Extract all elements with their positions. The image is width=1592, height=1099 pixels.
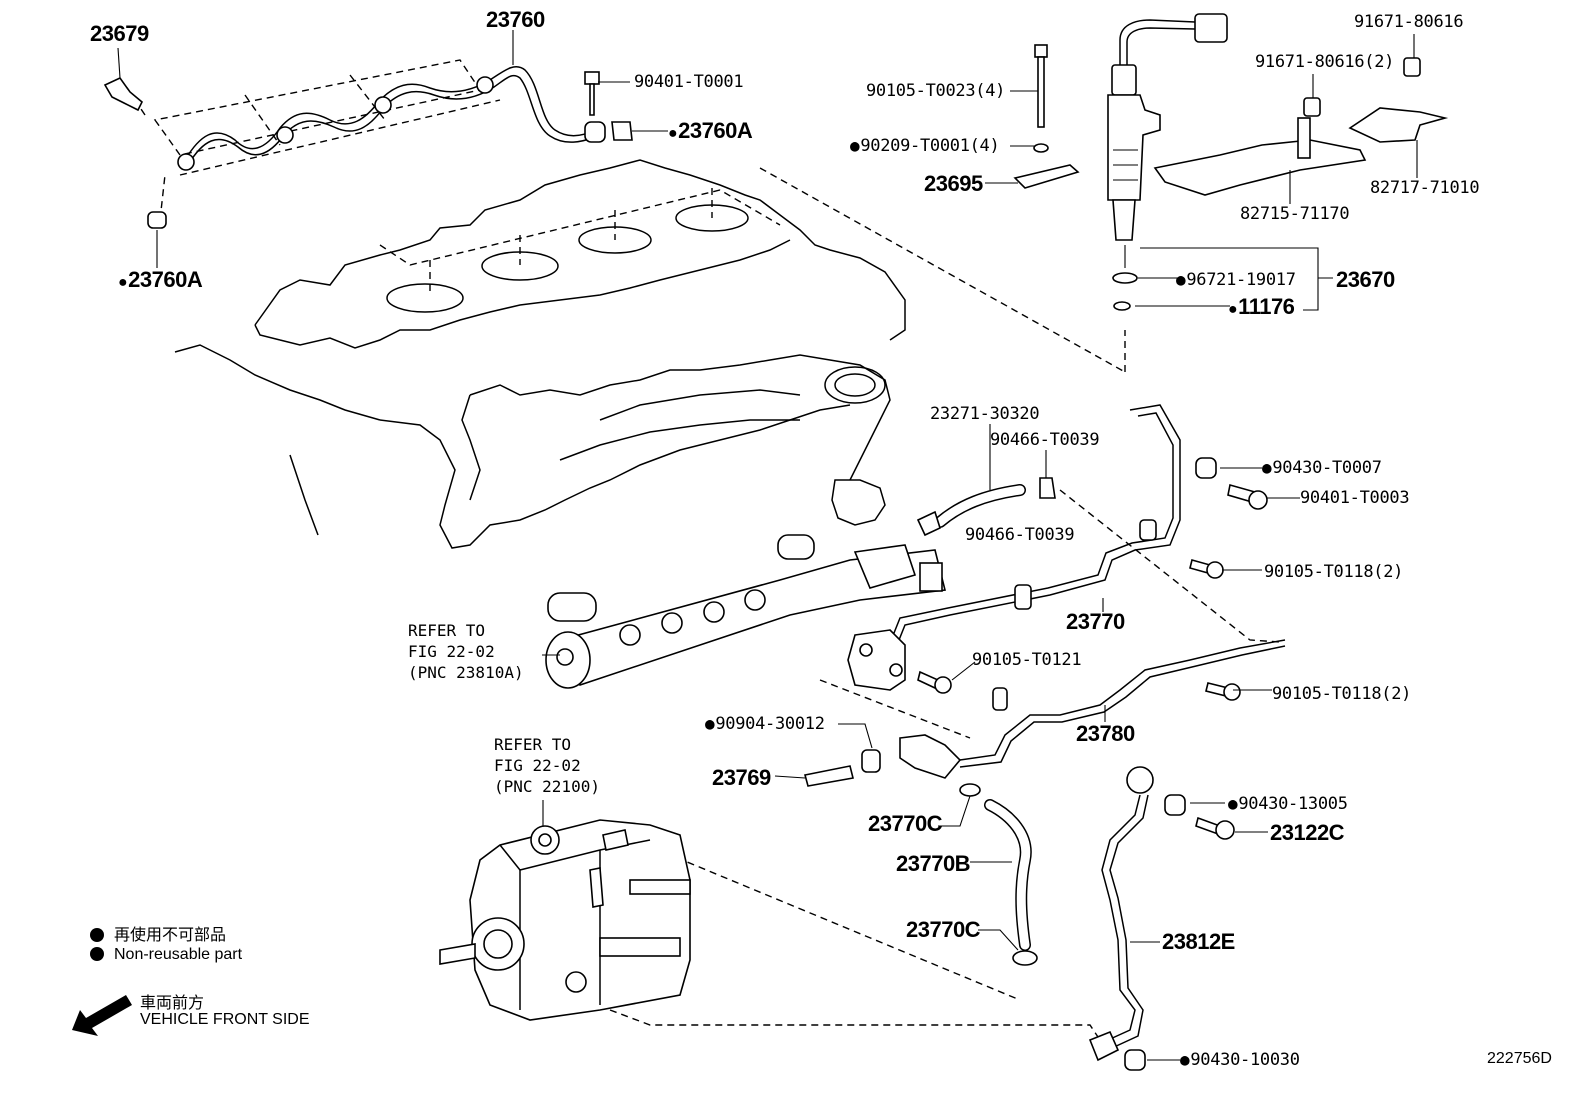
vehicle-front-arrow-icon — [72, 995, 132, 1036]
part-label-23679: 23679 — [90, 21, 149, 46]
part-label-82715-71170: 82715-71170 — [1240, 204, 1350, 224]
hose-23271 — [916, 477, 1056, 537]
part-label-23670: 23670 — [1336, 267, 1395, 292]
part-label-90105-T0023: 90105-T0023(4) — [866, 81, 1006, 101]
part-label-90105-T0118-b: 90105-T0118(2) — [1272, 684, 1412, 704]
part-label-23770C-a: 23770C — [868, 811, 943, 836]
refer-rail-line-1: REFER TO — [408, 621, 486, 640]
part-label-23760A-left: 23760A — [118, 268, 203, 295]
clamp-23695 — [1013, 44, 1080, 189]
part-label-23812E: 23812E — [1162, 929, 1235, 954]
part-label-23780: 23780 — [1076, 721, 1135, 746]
part-label-90105-T0118-a: 90105-T0118(2) — [1264, 562, 1404, 582]
part-label-90105-T0121: 90105-T0121 — [972, 650, 1082, 670]
part-label-90466-T0039-b: 90466-T0039 — [965, 525, 1075, 545]
engine-outline — [174, 159, 906, 549]
refer-pump-line-2: FIG 22-02 — [494, 756, 581, 775]
callout-leaders — [117, 30, 1418, 1061]
part-label-82717-71010: 82717-71010 — [1370, 178, 1480, 198]
pipe-23780 — [899, 639, 1286, 779]
legend-bullet-icon — [90, 947, 104, 961]
legend-jp-text: 再使用不可部品 — [114, 927, 227, 944]
part-label-90430-T0007: 90430-T0007 — [1262, 458, 1382, 478]
part-label-90401-T0001: 90401-T0001 — [634, 72, 744, 92]
part-label-91671-80616-2: 91671-80616(2) — [1255, 52, 1395, 72]
part-label-23770: 23770 — [1066, 609, 1125, 634]
bolts-top-left — [103, 71, 633, 229]
pipe-23812E — [1088, 766, 1154, 1062]
legend-jp: 再使用不可部品 — [90, 921, 226, 945]
fuel-pump — [439, 819, 691, 1021]
part-label-90430-13005: 90430-13005 — [1228, 794, 1348, 814]
legend-bullet-icon — [90, 928, 104, 942]
fuel-rail — [545, 534, 946, 689]
refer-pump-line-1: REFER TO — [494, 735, 572, 754]
refer-rail: REFER TO FIG 22-02 (PNC 23810A) — [408, 620, 524, 683]
refer-pump-line-3: (PNC 22100) — [494, 777, 600, 796]
part-label-90401-T0003: 90401-T0003 — [1300, 488, 1410, 508]
part-label-23122C: 23122C — [1270, 820, 1345, 845]
part-label-90904-30012: 90904-30012 — [705, 714, 825, 734]
part-label-90209-T0001: 90209-T0001(4) — [850, 136, 999, 156]
pipe-23770 — [847, 404, 1181, 691]
vehicle-front-en: VEHICLE FRONT SIDE — [140, 1011, 310, 1028]
part-label-96721-19017: 96721-19017 — [1176, 270, 1296, 290]
part-label-23770B: 23770B — [896, 851, 971, 876]
vehicle-front-jp: 車両前方 — [140, 995, 205, 1012]
part-label-23760A-top: 23760A — [668, 119, 753, 146]
refer-rail-line-2: FIG 22-02 — [408, 642, 495, 661]
bolts-right — [917, 457, 1268, 1071]
part-label-91671-80616: 91671-80616 — [1354, 12, 1464, 32]
refer-rail-line-3: (PNC 23810A) — [408, 663, 524, 682]
part-label-11176: 11176 — [1228, 295, 1295, 322]
legend-en-text: Non-reusable part — [114, 946, 243, 963]
part-label-23760: 23760 — [486, 7, 545, 32]
part-label-90466-T0039-a: 90466-T0039 — [990, 430, 1100, 450]
part-label-23271-30320: 23271-30320 — [930, 404, 1040, 424]
injector-23670 — [1107, 13, 1228, 311]
part-label-23695: 23695 — [924, 171, 983, 196]
injection-pipe-23760 — [177, 66, 596, 171]
refer-pump: REFER TO FIG 22-02 (PNC 22100) — [494, 734, 600, 797]
brackets-82715-82717 — [1153, 57, 1449, 196]
part-label-23770C-b: 23770C — [906, 917, 981, 942]
legend-en: Non-reusable part — [90, 946, 242, 964]
figure-id: 222756D — [1487, 1050, 1552, 1067]
part-label-90430-10030: 90430-10030 — [1180, 1050, 1300, 1070]
part-label-23769: 23769 — [712, 765, 771, 790]
